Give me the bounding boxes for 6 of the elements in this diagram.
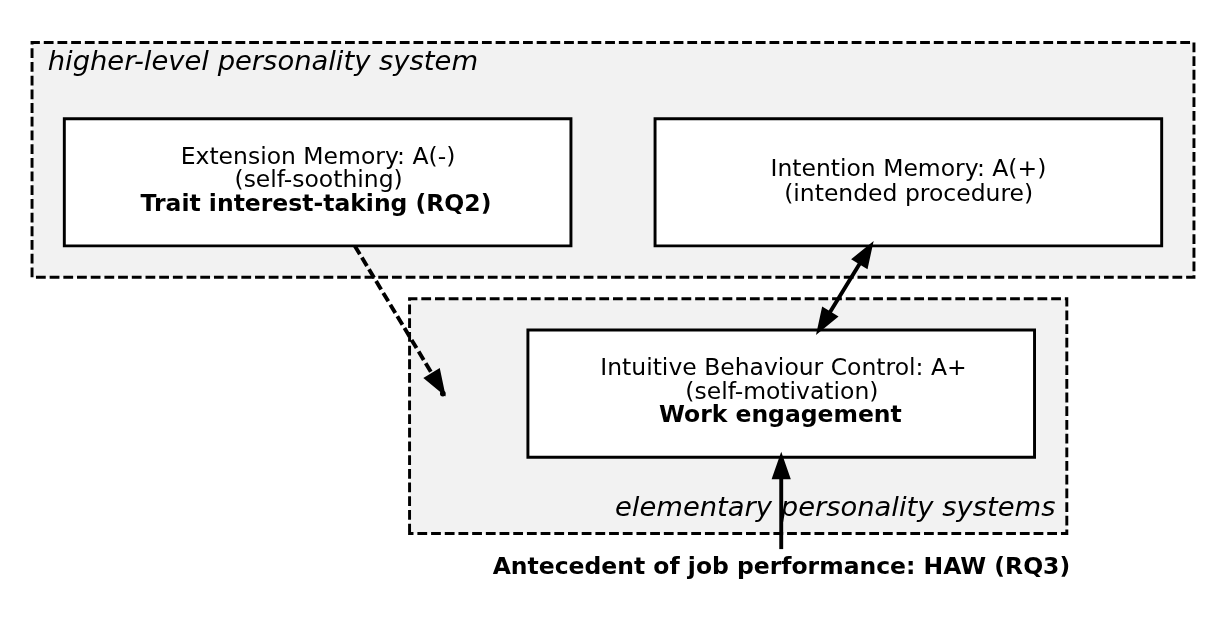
node-box: Intention Memory: A(+) (intended procedure) (653, 117, 1164, 248)
arrow (771, 451, 791, 550)
node-box: Extension Memory: A(-) (self-soothing) Trait interest-taking (RQ2) (62, 117, 573, 248)
node-box: Intuitive Behaviour Control: A+ (self-motivation) Work engagement (526, 328, 1036, 459)
node-text: Antecedent of job performance: HAW (RQ3) (492, 551, 1071, 580)
arrow (816, 240, 874, 335)
